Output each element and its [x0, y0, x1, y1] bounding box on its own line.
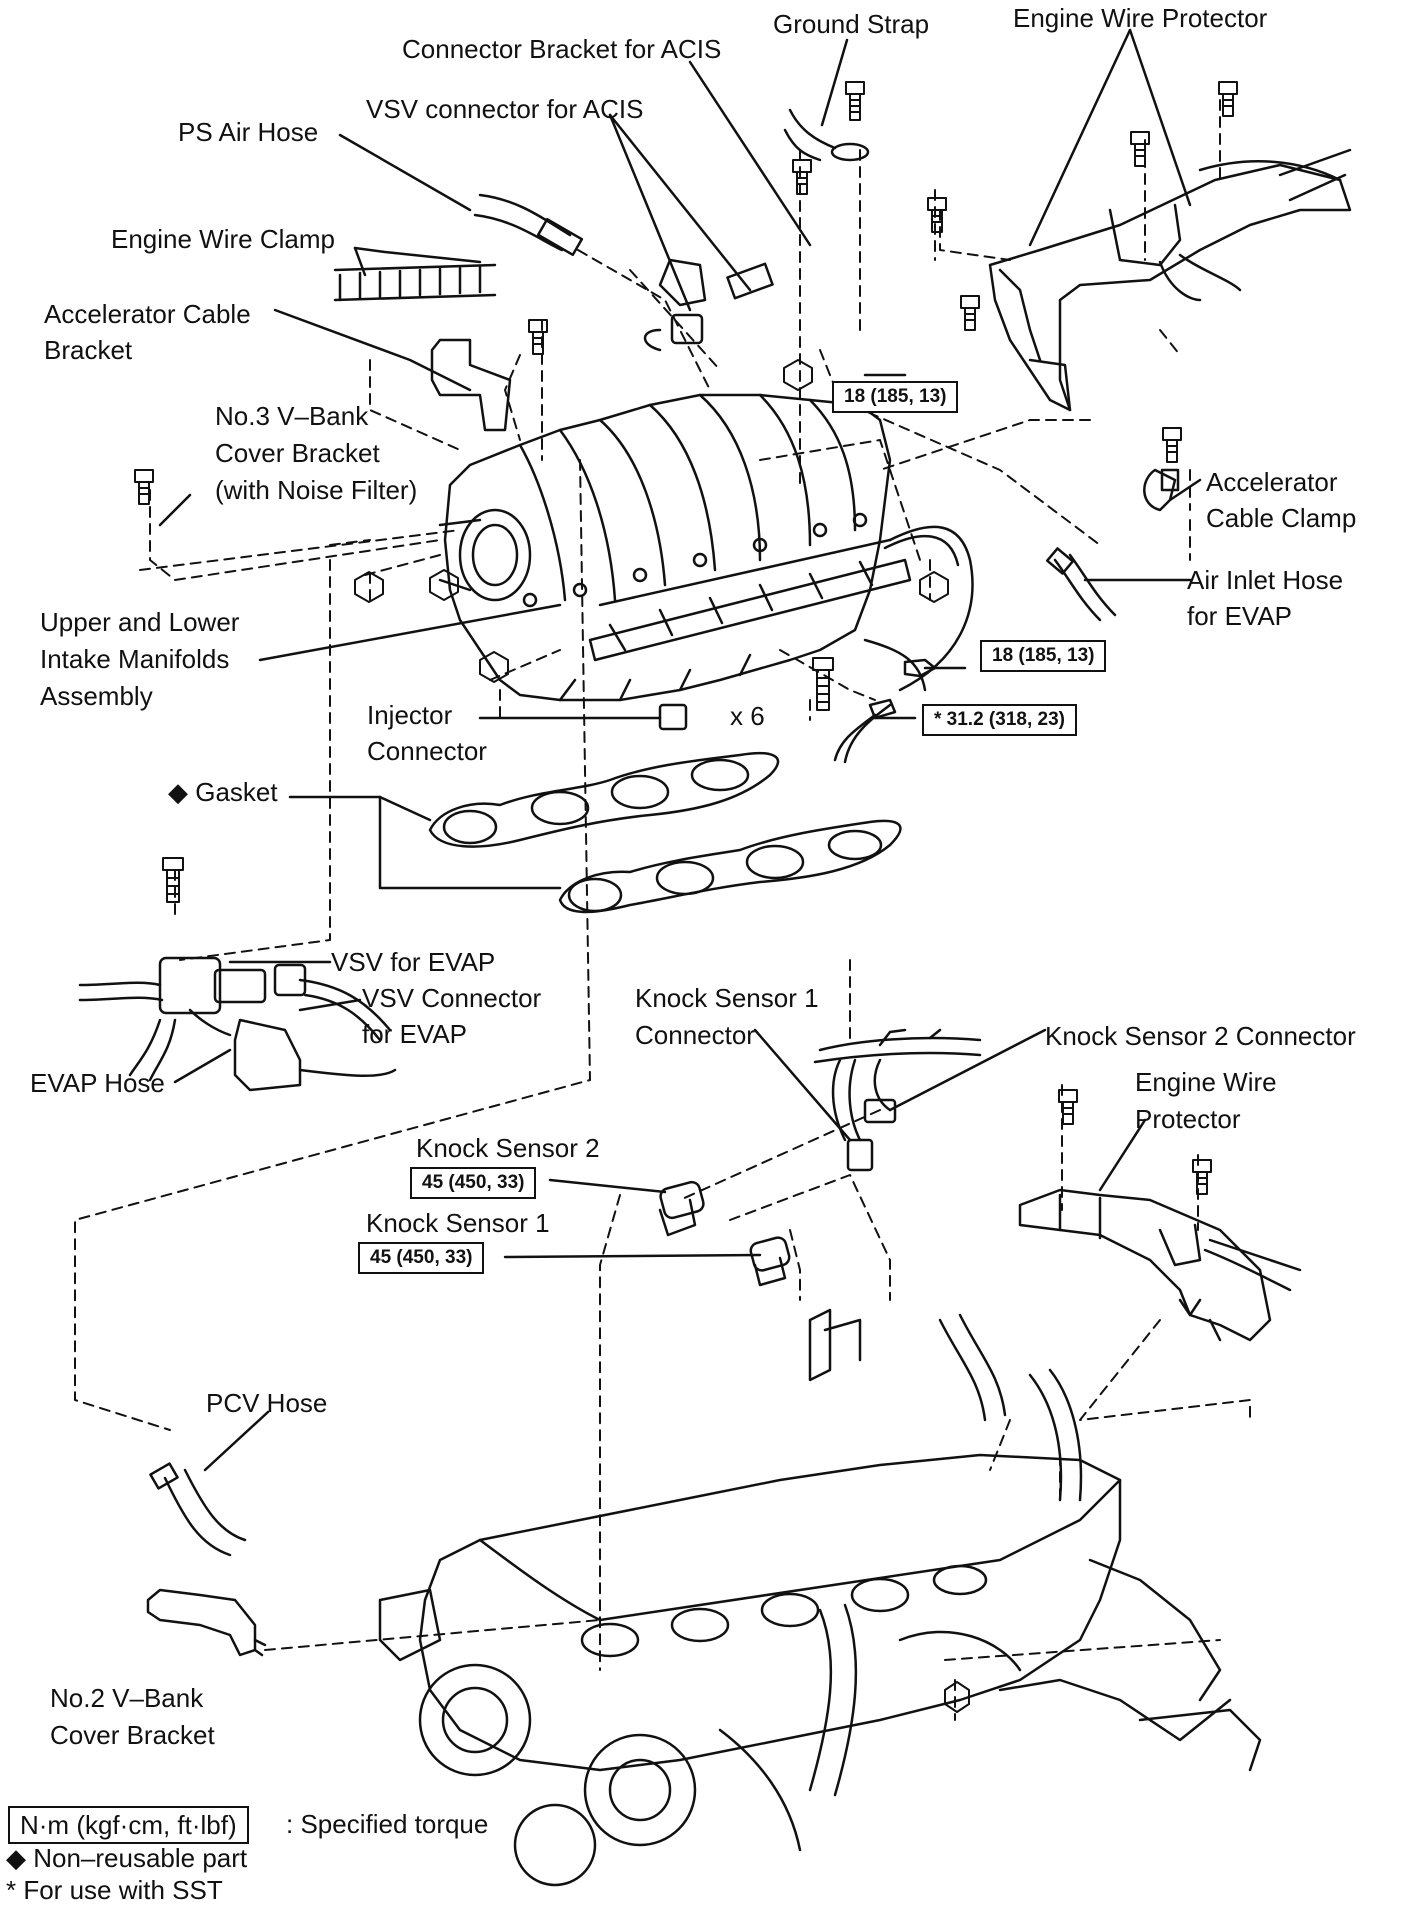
torque-box-3: * 31.2 (318, 23): [922, 704, 1077, 736]
label-knock-sensor2: Knock Sensor 2: [416, 1133, 600, 1163]
evap-lines-right: [833, 658, 937, 764]
label-no3-vbank-1: No.3 V–Bank: [215, 401, 369, 431]
label-vsv-for-evap: VSV for EVAP: [331, 947, 496, 977]
label-intake-manifolds-3: Assembly: [40, 681, 153, 711]
label-accelerator-cable-bracket-1: Accelerator Cable: [44, 299, 251, 329]
label-x6: x 6: [730, 701, 765, 731]
label-ground-strap: Ground Strap: [773, 9, 930, 39]
label-vsv-connector-acis: VSV connector for ACIS: [366, 94, 644, 124]
label-knock-sensor1: Knock Sensor 1: [366, 1208, 550, 1238]
label-vsv-connector-evap-2: for EVAP: [362, 1019, 468, 1049]
label-engine-wire-protector-top: Engine Wire Protector: [1013, 3, 1268, 33]
label-accelerator-cable-clamp-2: Cable Clamp: [1206, 503, 1357, 533]
torque-box-2: 18 (185, 13): [980, 640, 1107, 672]
label-pcv-hose: PCV Hose: [206, 1388, 328, 1418]
no2-cover-bracket-part: [146, 1588, 267, 1657]
label-evap-hose: EVAP Hose: [30, 1068, 165, 1098]
label-air-inlet-hose-2: for EVAP: [1187, 601, 1293, 631]
pcv-hose-part: [149, 1462, 247, 1557]
label-no3-vbank-2: Cover Bracket: [215, 438, 380, 468]
label-engine-wire-protector-mid-2: Protector: [1135, 1104, 1241, 1134]
label-intake-manifolds-2: Intake Manifolds: [40, 644, 230, 674]
intake-manifold-part: [438, 393, 974, 731]
label-engine-wire-protector-mid-1: Engine Wire: [1135, 1067, 1277, 1097]
label-no3-vbank-3: (with Noise Filter): [215, 475, 418, 505]
label-injector-connector-2: Connector: [367, 736, 487, 766]
legend-sst: * For use with SST: [6, 1875, 223, 1905]
engine-wire-protector-top-part: [988, 148, 1352, 412]
label-air-inlet-hose-1: Air Inlet Hose: [1187, 565, 1344, 595]
label-connector-bracket-acis: Connector Bracket for ACIS: [402, 34, 722, 64]
label-no2-vbank-1: No.2 V–Bank: [50, 1683, 204, 1713]
label-knock-sensor1-connector-1: Knock Sensor 1: [635, 983, 819, 1013]
label-accelerator-cable-bracket-2: Bracket: [44, 335, 133, 365]
legend-nonreusable: ◆ Non–reusable part: [6, 1843, 248, 1873]
label-accelerator-cable-clamp-1: Accelerator: [1206, 467, 1338, 497]
label-engine-wire-clamp: Engine Wire Clamp: [111, 224, 335, 254]
engine-wire-protector-mid-part: [1018, 1188, 1302, 1342]
label-no2-vbank-2: Cover Bracket: [50, 1720, 215, 1750]
label-ps-air-hose: PS Air Hose: [178, 117, 319, 147]
legend-unit-desc: : Specified torque: [286, 1809, 489, 1839]
accelerator-cable-clamp-part: [1143, 468, 1180, 512]
gaskets-part: [428, 751, 902, 914]
top-components: [333, 108, 870, 432]
torque-box-knock-sensor1: 45 (450, 33): [358, 1242, 485, 1274]
knock-sensor-parts: [658, 1028, 982, 1287]
label-vsv-connector-evap-1: VSV Connector: [362, 983, 542, 1013]
label-injector-connector-1: Injector: [367, 700, 453, 730]
torque-box-1: 18 (185, 13): [832, 381, 959, 413]
vsv-evap-part: [78, 956, 397, 1092]
dashed-guide-lines: [74, 99, 1251, 1721]
leader-lines: [158, 28, 1202, 1472]
label-knock-sensor1-connector-2: Connector: [635, 1020, 755, 1050]
torque-box-knock-sensor2: 45 (450, 33): [410, 1167, 537, 1199]
air-inlet-hose-evap-part: [1045, 547, 1117, 622]
engine-block-part: [378, 1308, 1262, 1887]
bolts: [134, 81, 1238, 1195]
label-knock-sensor2-connector: Knock Sensor 2 Connector: [1045, 1021, 1356, 1051]
label-gasket: ◆ Gasket: [168, 777, 278, 807]
label-intake-manifolds-1: Upper and Lower: [40, 607, 240, 637]
legend-unit-box: N·m (kgf·cm, ft·lbf): [8, 1806, 249, 1844]
